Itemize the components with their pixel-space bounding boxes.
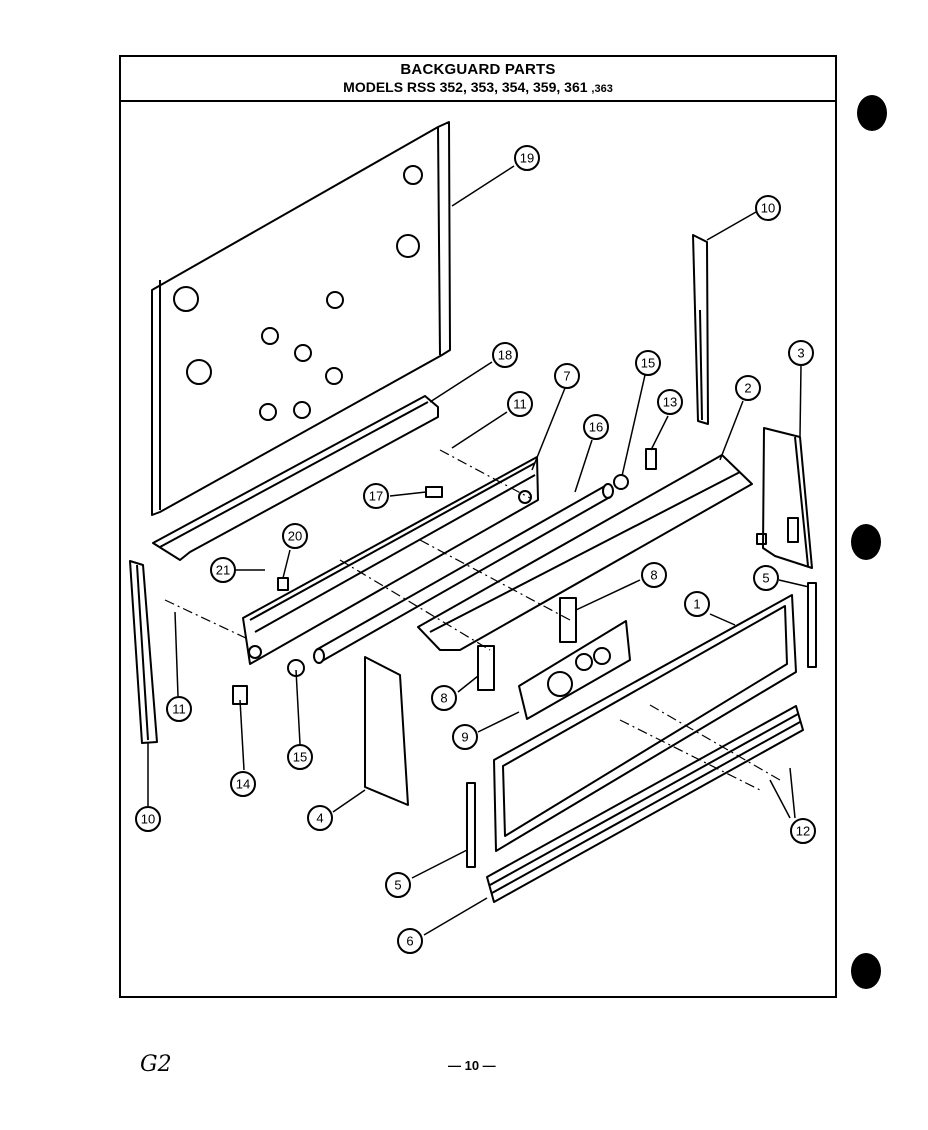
- callout-9: 9: [452, 724, 478, 750]
- callout-10-lower: 10: [135, 806, 161, 832]
- callout-8-upper: 8: [641, 562, 667, 588]
- control-panel-part: [518, 620, 631, 720]
- bottom-trim-part: [486, 705, 804, 903]
- page-number: — 10 —: [448, 1058, 496, 1073]
- punch-hole-middle: [851, 524, 881, 560]
- svg-text:6: 6: [406, 934, 413, 949]
- end-cap-part: [756, 427, 813, 569]
- svg-text:16: 16: [589, 420, 603, 435]
- alignment-lines: [164, 449, 781, 791]
- diagram-title: BACKGUARD PARTS: [400, 61, 556, 78]
- callout-15-lower: 15: [287, 744, 313, 770]
- callout-16: 16: [583, 414, 609, 440]
- callout-1: 1: [684, 591, 710, 617]
- socket-15-upper-part: [613, 474, 629, 490]
- callout-21: 21: [210, 557, 236, 583]
- diagram-frame: BACKGUARD PARTS MODELS RSS 352, 353, 354…: [119, 55, 837, 998]
- svg-text:11: 11: [172, 702, 186, 717]
- svg-text:15: 15: [293, 750, 307, 765]
- clip-17-part: [425, 486, 443, 498]
- callout-5-lower: 5: [385, 872, 411, 898]
- callout-17: 17: [363, 483, 389, 509]
- svg-text:3: 3: [797, 346, 804, 361]
- callout-11-lower: 11: [166, 696, 192, 722]
- svg-text:10: 10: [761, 201, 775, 216]
- leader-lines: [147, 165, 810, 936]
- models-tail: ,363: [591, 83, 613, 95]
- svg-text:10: 10: [141, 812, 155, 827]
- clip-13-part: [645, 448, 657, 470]
- strip-5-upper-part: [807, 582, 817, 668]
- callout-11-upper: 11: [507, 391, 533, 417]
- svg-text:13: 13: [663, 395, 677, 410]
- trim-strip-right-part: [692, 234, 709, 425]
- callout-5-upper: 5: [753, 565, 779, 591]
- control-rail-part: [242, 456, 539, 665]
- svg-text:1: 1: [693, 597, 700, 612]
- svg-text:8: 8: [650, 568, 657, 583]
- svg-text:19: 19: [520, 151, 534, 166]
- callout-20: 20: [282, 523, 308, 549]
- front-frame-part: [493, 594, 797, 852]
- svg-text:8: 8: [440, 691, 447, 706]
- callout-12: 12: [790, 818, 816, 844]
- callout-10-upper: 10: [755, 195, 781, 221]
- bracket-8-lower-part: [477, 645, 495, 691]
- svg-text:11: 11: [513, 397, 527, 412]
- punch-hole-top: [857, 95, 887, 131]
- callout-14: 14: [230, 771, 256, 797]
- svg-text:7: 7: [563, 369, 570, 384]
- models-line: MODELS RSS 352, 353, 354, 359, 361 ,363: [121, 78, 835, 98]
- svg-text:4: 4: [316, 811, 323, 826]
- callout-labels: 19 10 18 7 15 3 11 13 2 16 17 20 21 5 8 …: [135, 145, 816, 954]
- clip-20-part: [277, 577, 289, 591]
- svg-text:9: 9: [461, 730, 468, 745]
- svg-text:5: 5: [394, 878, 401, 893]
- callout-6: 6: [397, 928, 423, 954]
- callout-15-upper: 15: [635, 350, 661, 376]
- lower-channel-part: [152, 395, 439, 561]
- callout-19: 19: [514, 145, 540, 171]
- insulation-part: [364, 656, 409, 806]
- fluorescent-tube-part: [313, 483, 614, 664]
- trim-strip-left-part: [129, 560, 158, 744]
- top-trim-part: [417, 454, 753, 651]
- svg-text:17: 17: [369, 489, 383, 504]
- svg-text:5: 5: [762, 571, 769, 586]
- svg-text:20: 20: [288, 529, 302, 544]
- callout-13: 13: [657, 389, 683, 415]
- callout-2: 2: [735, 375, 761, 401]
- svg-text:2: 2: [744, 381, 751, 396]
- punch-hole-bottom: [851, 953, 881, 989]
- callout-3: 3: [788, 340, 814, 366]
- callout-8-lower: 8: [431, 685, 457, 711]
- handwritten-note: G2: [140, 1052, 172, 1077]
- svg-text:21: 21: [216, 563, 230, 578]
- strip-5-lower-part: [466, 782, 476, 868]
- callout-7: 7: [554, 363, 580, 389]
- svg-text:18: 18: [498, 348, 512, 363]
- svg-text:14: 14: [236, 777, 250, 792]
- back-panel-part: [151, 121, 451, 516]
- bracket-8-upper-part: [559, 597, 577, 643]
- svg-text:12: 12: [796, 824, 810, 839]
- models-text: MODELS RSS 352, 353, 354, 359, 361: [343, 79, 588, 95]
- diagram-header: BACKGUARD PARTS MODELS RSS 352, 353, 354…: [121, 57, 835, 102]
- callout-4: 4: [307, 805, 333, 831]
- svg-text:15: 15: [641, 356, 655, 371]
- callout-18: 18: [492, 342, 518, 368]
